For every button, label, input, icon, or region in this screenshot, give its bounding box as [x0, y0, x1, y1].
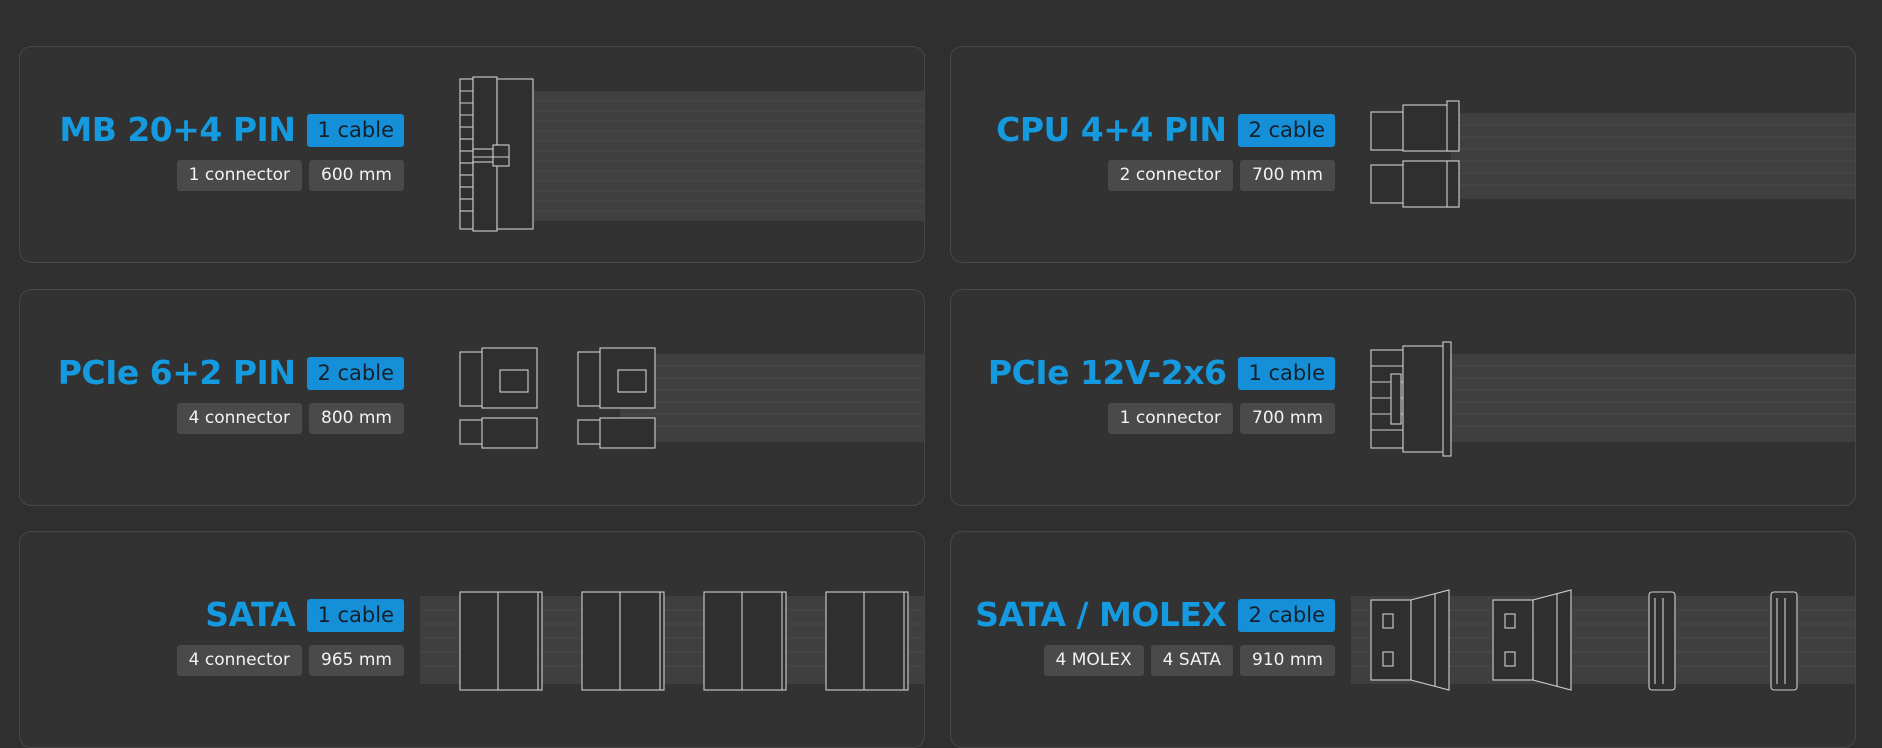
cable-card-sata: SATA 1 cable 4 connector 965 mm [19, 531, 925, 748]
cable-card-mb-20-4-pin: MB 20+4 PIN 1 cable 1 connector 600 mm [19, 46, 925, 263]
cable-count-badge: 1 cable [1238, 356, 1335, 390]
cable-count-badge: 1 cable [307, 113, 404, 147]
connector-count-tag: 1 connector [1107, 403, 1234, 434]
connector-count-tag: 4 connector [176, 645, 303, 676]
cable-info: MB 20+4 PIN 1 cable 1 connector 600 mm [24, 112, 404, 191]
cable-title: MB 20+4 PIN [59, 110, 296, 149]
connector-count-tag: 2 connector [1107, 160, 1234, 191]
length-tag: 600 mm [309, 160, 404, 191]
cable-card-cpu-4-4-pin: CPU 4+4 PIN 2 cable 2 connector 700 mm [950, 46, 1856, 263]
cable-count-badge: 2 cable [1238, 598, 1335, 632]
sata-molex-connectors-illustration [1351, 532, 1855, 747]
pcie-12v-2x6-connector-illustration [1351, 290, 1855, 505]
length-tag: 700 mm [1240, 160, 1335, 191]
cpu-8pin-connector-illustration [1351, 47, 1855, 262]
connector-count-tag: 1 connector [176, 160, 303, 191]
cable-card-pcie-6-2-pin: PCIe 6+2 PIN 2 cable 4 connector 800 mm [19, 289, 925, 506]
molex-count-tag: 4 MOLEX [1043, 645, 1144, 676]
cable-count-badge: 2 cable [307, 356, 404, 390]
cable-info: CPU 4+4 PIN 2 cable 2 connector 700 mm [955, 112, 1335, 191]
sata-count-tag: 4 SATA [1150, 645, 1234, 676]
cable-title: CPU 4+4 PIN [996, 110, 1227, 149]
cable-title: SATA [205, 595, 296, 634]
cable-count-badge: 1 cable [307, 598, 404, 632]
cable-count-badge: 2 cable [1238, 113, 1335, 147]
pcie-8pin-connectors-illustration [420, 290, 924, 505]
mb-24pin-connector-illustration [420, 47, 924, 262]
cable-info: SATA / MOLEX 2 cable 4 MOLEX 4 SATA 910 … [955, 597, 1335, 676]
length-tag: 700 mm [1240, 403, 1335, 434]
cable-card-sata-molex: SATA / MOLEX 2 cable 4 MOLEX 4 SATA 910 … [950, 531, 1856, 748]
length-tag: 910 mm [1240, 645, 1335, 676]
cable-info: PCIe 6+2 PIN 2 cable 4 connector 800 mm [24, 355, 404, 434]
sata-connectors-illustration [420, 532, 924, 747]
cable-info: PCIe 12V-2x6 1 cable 1 connector 700 mm [955, 355, 1335, 434]
cable-title: PCIe 6+2 PIN [57, 353, 296, 392]
cable-info: SATA 1 cable 4 connector 965 mm [24, 597, 404, 676]
connector-count-tag: 4 connector [176, 403, 303, 434]
cable-card-pcie-12v-2x6: PCIe 12V-2x6 1 cable 1 connector 700 mm [950, 289, 1856, 506]
cable-title: PCIe 12V-2x6 [987, 353, 1227, 392]
cable-title: SATA / MOLEX [975, 595, 1227, 634]
length-tag: 965 mm [309, 645, 404, 676]
length-tag: 800 mm [309, 403, 404, 434]
